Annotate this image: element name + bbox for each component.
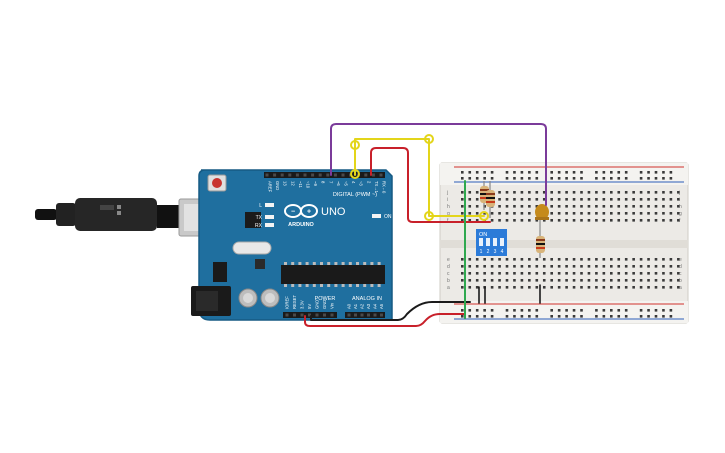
digital-pin-label: 12 bbox=[290, 181, 295, 186]
label-tx: TX bbox=[256, 215, 263, 221]
digital-pin-label: 4 bbox=[351, 181, 356, 184]
power-pin-label: 5V bbox=[307, 304, 312, 309]
digital-pin-label: TX→1 bbox=[374, 181, 379, 194]
breadboard-row-letter: e bbox=[679, 257, 682, 263]
power-pin-label: 3.3V bbox=[300, 300, 305, 309]
arduino-logo: − + bbox=[284, 204, 318, 218]
breadboard-row-letter: b bbox=[679, 278, 682, 284]
digital-pin-label: RX←0 bbox=[382, 181, 387, 194]
dip-number-3: 3 bbox=[494, 249, 497, 255]
digital-pin-label: GND bbox=[275, 181, 280, 190]
digital-pin-label: ~11 bbox=[298, 181, 303, 188]
breadboard-row-letter: a bbox=[679, 285, 682, 291]
breadboard-row-letter: i bbox=[447, 197, 448, 203]
atmega-chip bbox=[281, 265, 385, 284]
dip-toggle-1[interactable] bbox=[479, 238, 483, 246]
digital-pin-label: 7 bbox=[328, 181, 333, 184]
dip-number-1: 1 bbox=[480, 249, 483, 255]
analog-pin-label: A0 bbox=[347, 303, 352, 309]
analog-header-label: ANALOG IN bbox=[352, 296, 382, 302]
breadboard-row-letter: f bbox=[679, 218, 681, 224]
breadboard-row-letter: a bbox=[447, 285, 450, 291]
breadboard-row-letter: d bbox=[679, 264, 682, 270]
dip-number-4: 4 bbox=[501, 249, 504, 255]
digital-header[interactable] bbox=[264, 172, 385, 178]
power-pin-label: GND bbox=[322, 300, 327, 309]
label-on: ON bbox=[384, 214, 392, 220]
wire-red-power[interactable] bbox=[304, 313, 466, 327]
breadboard-row-letter: b bbox=[447, 278, 450, 284]
breadboard-row-letter: c bbox=[679, 271, 682, 277]
svg-text:−: − bbox=[291, 209, 295, 216]
model-label: UNO bbox=[321, 206, 346, 218]
resistor-2[interactable] bbox=[486, 181, 495, 218]
analog-pin-label: A3 bbox=[366, 303, 371, 309]
dip-on-label: ON bbox=[479, 232, 487, 238]
digital-pin-label: 13 bbox=[283, 181, 288, 186]
breadboard-row-letter: j bbox=[446, 190, 448, 196]
analog-pin-label: A5 bbox=[379, 303, 384, 309]
digital-pin-label: ~9 bbox=[313, 181, 318, 186]
breadboard-row-letter: j bbox=[678, 190, 680, 196]
breadboard-row-letter: g bbox=[447, 211, 450, 217]
breadboard-row-letter: h bbox=[447, 204, 450, 210]
wire-red-digital[interactable] bbox=[370, 147, 491, 223]
led[interactable] bbox=[535, 204, 549, 230]
power-pin-label: Vin bbox=[330, 302, 335, 309]
dip-number-2: 2 bbox=[487, 249, 490, 255]
digital-pin-label: ~5 bbox=[344, 181, 349, 186]
digital-pin-label: ~3 bbox=[359, 181, 364, 186]
digital-pin-label: 2 bbox=[366, 181, 371, 184]
label-rx: RX bbox=[255, 223, 263, 229]
breadboard-row-letter: h bbox=[679, 204, 682, 210]
usb-cable[interactable] bbox=[35, 198, 226, 237]
dip-toggle-3[interactable] bbox=[493, 238, 497, 246]
dip-toggle-4[interactable] bbox=[500, 238, 504, 246]
digital-pin-label: ~10 bbox=[306, 181, 311, 189]
analog-pin-label: A2 bbox=[360, 303, 365, 309]
power-pin-label: IOREF bbox=[285, 296, 290, 309]
wire-black-ground[interactable] bbox=[310, 301, 471, 321]
dip-switch[interactable]: ON 1 2 3 4 bbox=[476, 229, 507, 256]
power-pin-label: GND bbox=[315, 300, 320, 309]
wire-yellow[interactable] bbox=[354, 138, 485, 217]
power-pin-label: RESET bbox=[292, 295, 297, 309]
label-l: L bbox=[259, 203, 262, 209]
digital-pin-label: 8 bbox=[321, 181, 326, 184]
reset-button[interactable] bbox=[212, 178, 222, 188]
wire-purple[interactable] bbox=[330, 123, 547, 206]
breadboard-row-letter: d bbox=[447, 264, 450, 270]
resistor-3[interactable] bbox=[536, 230, 545, 258]
breadboard-row-letter: e bbox=[447, 257, 450, 263]
analog-header[interactable] bbox=[345, 312, 385, 318]
wire-endpoints bbox=[350, 134, 489, 221]
analog-pin-label: A1 bbox=[353, 303, 358, 309]
brand-label: ARDUINO bbox=[288, 222, 314, 228]
dip-toggle-2[interactable] bbox=[486, 238, 490, 246]
breadboard-row-letter: c bbox=[447, 271, 450, 277]
digital-header-label: DIGITAL (PWM ~) bbox=[333, 192, 377, 198]
digital-pin-label: ~6 bbox=[336, 181, 341, 186]
power-header-label: POWER bbox=[315, 296, 336, 302]
svg-text:+: + bbox=[307, 209, 311, 216]
analog-pin-label: A4 bbox=[373, 303, 378, 309]
digital-pin-label: AREF bbox=[268, 181, 273, 193]
breadboard-row-letter: g bbox=[679, 211, 682, 217]
breadboard-row-letter: i bbox=[679, 197, 680, 203]
